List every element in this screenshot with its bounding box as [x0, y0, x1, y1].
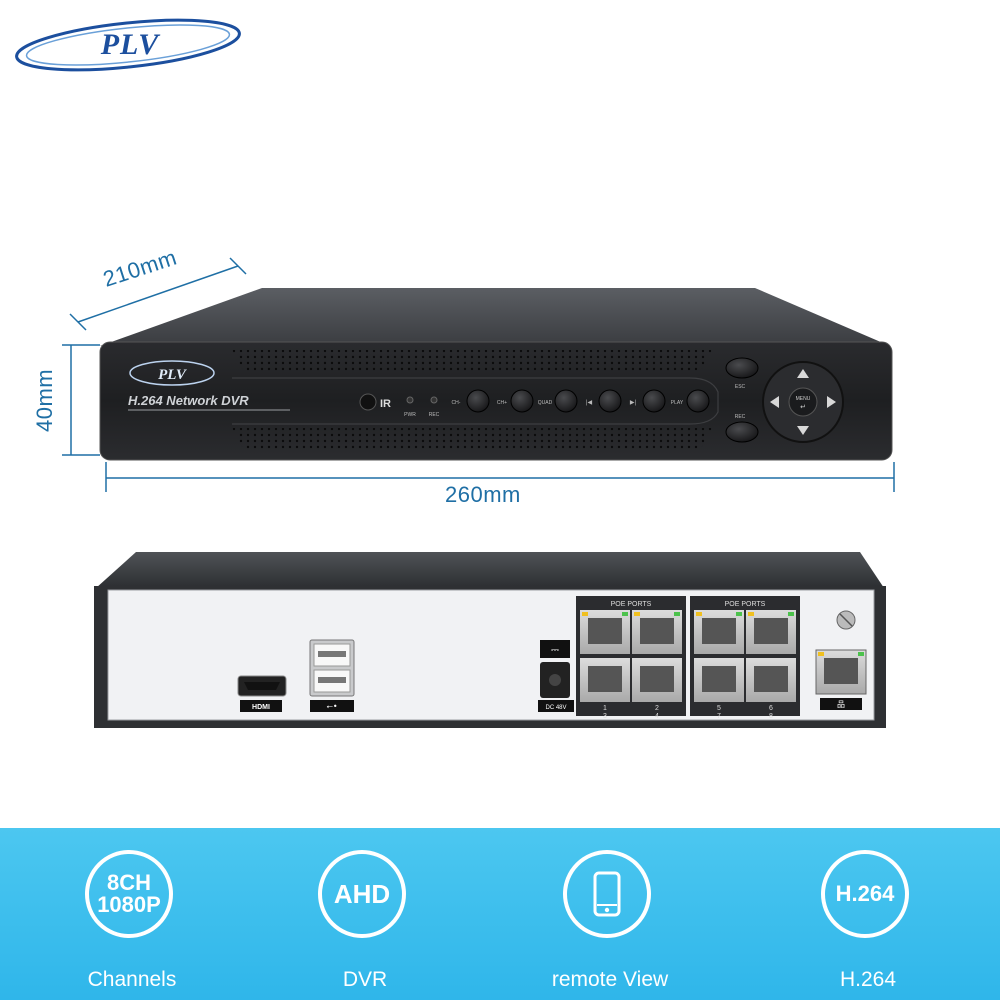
dpad-left-icon[interactable]: [770, 396, 779, 408]
poe-label-left: POE PORTS: [611, 601, 652, 608]
feature-codec: H.264 H.264: [778, 850, 958, 1000]
brand-swoosh-icon: [15, 18, 241, 72]
poe-number-8: 8: [769, 713, 773, 720]
hdmi-label: HDMI: [252, 704, 270, 711]
feature-dvr-caption: DVR: [342, 968, 388, 991]
feature-remote-view: remote View: [520, 850, 700, 1000]
poe-number-7: 7: [717, 713, 721, 720]
smartphone-icon: [593, 871, 621, 917]
usb-ports: [309, 639, 355, 697]
btn-play-label: PLAY: [671, 400, 684, 406]
feature-channels-caption: Channels: [87, 968, 177, 991]
poe-number-5: 5: [717, 705, 721, 712]
feature-channels-line-1: 8CH: [106, 870, 151, 895]
next-icon: ▶|: [630, 400, 637, 406]
dpad-up-icon[interactable]: [797, 369, 809, 378]
led-pwr-label: PWR: [404, 412, 416, 418]
model-label: H.264 Network DVR: [128, 393, 249, 408]
svg-text:⎓: ⎓: [551, 645, 559, 656]
usb-icon: ⭠•: [326, 702, 337, 711]
btn-quad-label: QUAD: [538, 400, 553, 406]
poe-number-1: 1: [603, 705, 607, 712]
ir-label: IR: [380, 398, 391, 410]
poe-block-right: [690, 596, 800, 716]
feature-codec-caption: H.264: [839, 968, 897, 991]
poe-number-4: 4: [655, 713, 659, 720]
feature-channels: 8CH 1080P Channels: [42, 850, 222, 1000]
brand-logo: PLV: [10, 15, 250, 75]
power-symbol-icon: [540, 640, 570, 658]
svg-text:品: 品: [837, 700, 845, 709]
network-icon: [820, 698, 862, 710]
esc-button[interactable]: [725, 357, 759, 379]
lan-port: [815, 649, 867, 695]
dimension-lines: [62, 257, 895, 492]
feature-codec-line-1: H.264: [835, 881, 895, 906]
rec-button[interactable]: [725, 421, 759, 443]
feature-dvr-line-1: AHD: [333, 879, 391, 909]
hdmi-port: [237, 675, 287, 697]
feature-dvr-badge: AHD: [318, 850, 406, 938]
esc-label: ESC: [735, 384, 746, 390]
btn-ch-minus-label: CH-: [452, 400, 461, 406]
dpad-right-icon[interactable]: [827, 396, 836, 408]
rec-label: REC: [735, 414, 746, 420]
front-logo-text: PLV: [158, 367, 188, 383]
poe-number-3: 3: [603, 713, 607, 720]
feature-remote-view-badge: [563, 850, 651, 938]
dc-label: DC 48V: [545, 705, 566, 711]
feature-dvr: AHD DVR: [275, 850, 455, 1000]
poe-label-right: POE PORTS: [725, 601, 766, 608]
dvr-front-view: PLV H.264 Network DVR IR PWR REC CH- CH+…: [99, 288, 893, 461]
enter-icon: ↵: [800, 403, 806, 411]
poe-number-6: 6: [769, 705, 773, 712]
prev-icon: |◀: [586, 400, 593, 406]
dpad-down-icon[interactable]: [797, 426, 809, 435]
led-rec-label: REC: [429, 412, 440, 418]
dimension-width: 260mm: [445, 482, 521, 507]
front-button-row[interactable]: [466, 389, 710, 413]
feature-remote-view-caption: remote View: [551, 968, 669, 991]
feature-banner: 8CH 1080P Channels AHD DVR remote View H…: [0, 828, 1000, 1000]
poe-number-2: 2: [655, 705, 659, 712]
feature-codec-badge: H.264: [821, 850, 909, 938]
feature-channels-badge: 8CH 1080P: [85, 850, 173, 938]
feature-channels-line-2: 1080P: [97, 892, 161, 917]
dvr-rear-view: HDMI ⭠• ⎓ DC 48V: [94, 552, 886, 728]
brand-name: PLV: [100, 28, 160, 61]
dpad-menu-label: MENU: [796, 396, 811, 402]
btn-ch-plus-label: CH+: [497, 400, 507, 406]
poe-block-left: [576, 596, 686, 716]
